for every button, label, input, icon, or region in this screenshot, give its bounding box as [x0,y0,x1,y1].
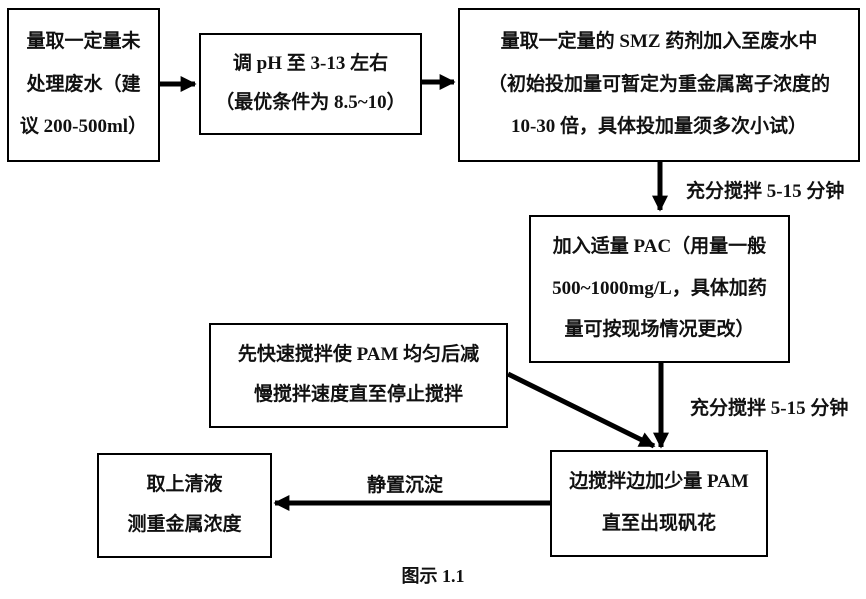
node-measure-wastewater: 量取一定量未 处理废水（建 议 200-500ml） [7,8,160,162]
figure-caption: 图示 1.1 [401,566,465,586]
arrow-stir-to-pam [506,371,656,449]
node-add-pam: 边搅拌边加少量 PAM 直至出现矾花 [550,450,768,557]
node-pam-stir: 先快速搅拌使 PAM 均匀后减 慢搅拌速度直至停止搅拌 [209,323,508,428]
node-text-line: 调 pH 至 3-13 左右 [232,52,389,74]
node-text-line: 先快速搅拌使 PAM 均匀后减 [237,343,480,365]
node-text-line: 议 200-500ml） [19,116,148,138]
edge-label-settle: 静置沉淀 [367,475,444,496]
node-text-line: （初始投加量可暂定为重金属离子浓度的 [487,73,830,95]
node-text-line: 测重金属浓度 [127,514,242,536]
node-text-line: 直至出现矾花 [601,512,716,534]
node-text-line: 量取一定量未 [26,30,141,52]
node-text-line: 500~1000mg/L，具体加药 [552,277,767,299]
edge-label-stir-1: 充分搅拌 5-15 分钟 [686,181,845,202]
node-text-line: 慢搅拌速度直至停止搅拌 [253,384,463,406]
node-text-line: 量取一定量的 SMZ 药剂加入至废水中 [500,30,818,52]
node-take-supernatant: 取上清液 测重金属浓度 [97,453,272,558]
node-add-smz: 量取一定量的 SMZ 药剂加入至废水中 （初始投加量可暂定为重金属离子浓度的 1… [458,8,860,162]
node-adjust-ph: 调 pH 至 3-13 左右 （最优条件为 8.5~10） [199,33,422,135]
node-text-line: 量可按现场情况更改） [564,318,755,340]
node-text-line: 取上清液 [146,473,223,495]
node-text-line: 处理废水（建 [26,73,141,95]
node-text-line: 边搅拌边加少量 PAM [569,471,749,493]
node-text-line: 10-30 倍，具体投加量须多次小试） [510,116,808,138]
edge-label-stir-2: 充分搅拌 5-15 分钟 [690,398,849,419]
node-text-line: （最优条件为 8.5~10） [215,92,406,114]
node-add-pac: 加入适量 PAC（用量一般 500~1000mg/L，具体加药 量可按现场情况更… [529,215,790,363]
node-text-line: 加入适量 PAC（用量一般 [552,236,767,258]
